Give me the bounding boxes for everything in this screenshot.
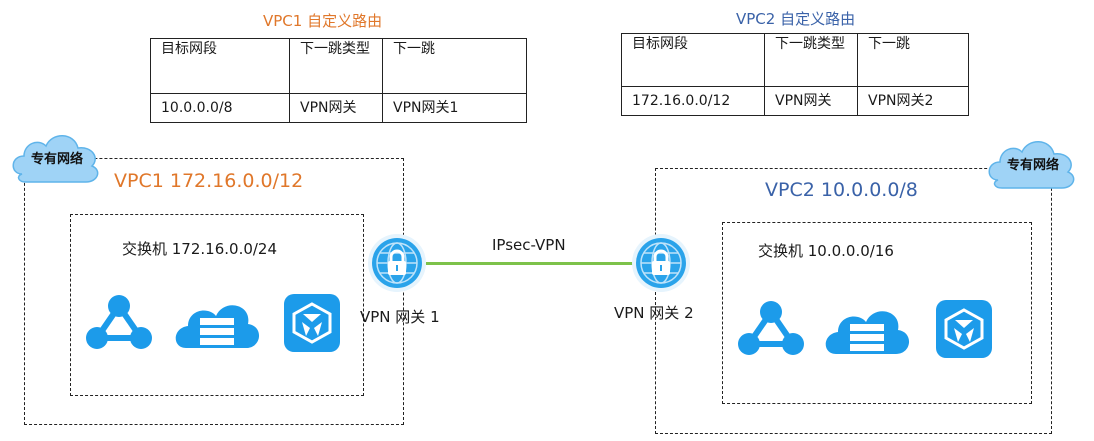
table-row: 10.0.0.0/8 VPN网关 VPN网关1 bbox=[150, 93, 527, 123]
cloud-badge-icon bbox=[988, 141, 1075, 189]
ipsec-vpn-link bbox=[426, 262, 642, 265]
security-shield-icon bbox=[282, 292, 342, 354]
vpn-gateway-1-label: VPN 网关 1 bbox=[360, 308, 440, 326]
vpc1-badge-label: 专有网络 bbox=[30, 152, 83, 167]
table-header-row: 目标网段 下一跳类型 下一跳 bbox=[621, 33, 969, 87]
vpn-gateway-2-icon[interactable] bbox=[630, 232, 692, 294]
table-header-cell: 下一跳类型 bbox=[289, 38, 383, 94]
table-cell: VPN网关1 bbox=[382, 93, 527, 123]
vpc2-vswitch-label: 交换机 10.0.0.0/16 bbox=[758, 242, 894, 260]
vpc1-vswitch-container bbox=[70, 214, 364, 396]
network-node-icon bbox=[84, 292, 154, 354]
table-header-cell: 下一跳 bbox=[382, 38, 527, 94]
table-cell: 172.16.0.0/12 bbox=[621, 86, 765, 116]
vpc2-container bbox=[655, 168, 1052, 434]
vpn-gateway-1-icon[interactable] bbox=[366, 232, 428, 294]
table-row: 172.16.0.0/12 VPN网关 VPN网关2 bbox=[621, 86, 969, 116]
table-cell: VPN网关2 bbox=[857, 86, 969, 116]
cloud-badge-icon bbox=[12, 135, 99, 183]
vpn-gateway-2-label: VPN 网关 2 bbox=[614, 304, 694, 322]
table-header-cell: 目标网段 bbox=[621, 33, 765, 87]
cloud-storage-icon bbox=[172, 296, 262, 354]
vpc2-route-table-title: VPC2 自定义路由 bbox=[736, 10, 856, 28]
vpc1-route-table: 目标网段 下一跳类型 下一跳 10.0.0.0/8 VPN网关 VPN网关1 bbox=[150, 38, 527, 123]
network-node-icon bbox=[736, 298, 806, 360]
table-cell: VPN网关 bbox=[764, 86, 858, 116]
vpc1-vswitch-label: 交换机 172.16.0.0/24 bbox=[122, 240, 278, 258]
vpc1-container bbox=[24, 158, 404, 425]
vpc1-badge: 专有网络 bbox=[8, 126, 106, 188]
vpc2-label: VPC2 10.0.0.0/8 bbox=[765, 179, 918, 201]
vpc2-badge-label: 专有网络 bbox=[1006, 158, 1059, 173]
table-header-cell: 下一跳类型 bbox=[764, 33, 858, 87]
table-cell: 10.0.0.0/8 bbox=[150, 93, 290, 123]
vpc1-route-table-title: VPC1 自定义路由 bbox=[263, 12, 383, 30]
ipsec-vpn-label: IPsec-VPN bbox=[492, 236, 566, 254]
vpc2-route-table: 目标网段 下一跳类型 下一跳 172.16.0.0/12 VPN网关 VPN网关… bbox=[621, 33, 969, 116]
table-cell: VPN网关 bbox=[289, 93, 383, 123]
table-header-row: 目标网段 下一跳类型 下一跳 bbox=[150, 38, 527, 94]
vpc2-vswitch-container bbox=[722, 222, 1032, 404]
cloud-storage-icon bbox=[822, 302, 912, 360]
security-shield-icon bbox=[934, 298, 994, 360]
vpc1-label: VPC1 172.16.0.0/12 bbox=[114, 170, 304, 192]
table-header-cell: 下一跳 bbox=[857, 33, 969, 87]
vpc2-badge: 专有网络 bbox=[984, 132, 1082, 194]
table-header-cell: 目标网段 bbox=[150, 38, 290, 94]
